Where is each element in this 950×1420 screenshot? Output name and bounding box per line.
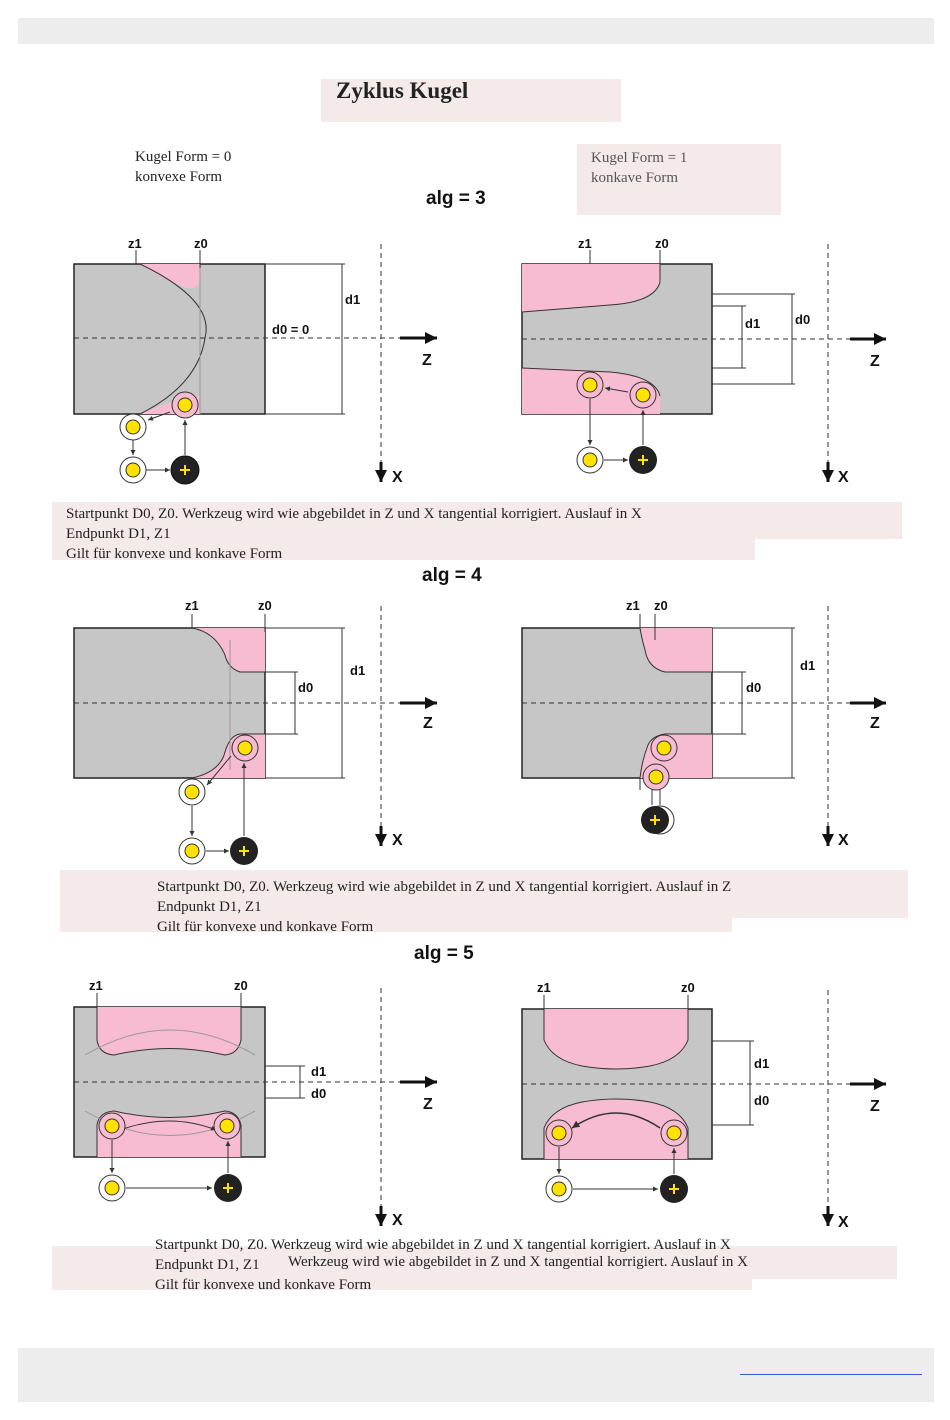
form0-line2: konvexe Form [135,169,223,185]
diagram-alg4-concave: z1 z0 d0 d1 Z X [521,598,886,849]
desc-alg3-line1: Startpunkt D0, Z0. Werkzeug wird wie abg… [66,506,642,522]
svg-text:z0: z0 [654,598,668,613]
svg-text:z1: z1 [626,598,640,613]
form0-line1: Kugel Form = 0 [135,149,232,165]
diagram-alg5-concave: z1 z0 d1 d0 Z X [521,980,886,1231]
svg-text:d1: d1 [745,316,760,331]
diagram-alg3-concave: z1 z0 d1 d0 Z X [521,236,886,486]
svg-text:Z: Z [423,1096,433,1113]
axis-z-label: Z [422,352,432,369]
desc-alg3-line3: Gilt für konvexe und konkave Form [66,546,283,562]
desc3-bg2 [52,1278,752,1290]
svg-text:z0: z0 [258,598,272,613]
svg-text:X: X [838,832,849,849]
svg-text:X: X [392,1212,403,1229]
label-d1: d1 [345,292,360,307]
desc-alg4-line3: Gilt für konvexe und konkave Form [157,919,374,935]
desc-alg3: Startpunkt D0, Z0. Werkzeug wird wie abg… [66,504,642,564]
form1-text: Kugel Form = 1 konkave Form [591,148,687,188]
desc2-bg2 [60,916,732,932]
svg-text:z1: z1 [89,978,103,993]
svg-text:z0: z0 [681,980,695,995]
svg-text:d0: d0 [795,312,810,327]
axis-x-label: X [392,469,403,486]
heading-alg3: alg = 3 [426,188,486,209]
form0-text: Kugel Form = 0 konvexe Form [135,147,231,187]
svg-text:Z: Z [423,715,433,732]
svg-text:d0: d0 [754,1093,769,1108]
desc-alg5-line1: Startpunkt D0, Z0. Werkzeug wird wie abg… [155,1237,731,1253]
desc-alg4: Startpunkt D0, Z0. Werkzeug wird wie abg… [157,877,731,937]
diagram-alg5-convex: z1 z0 d1 d0 Z X [73,978,437,1229]
heading-alg4: alg = 4 [422,565,482,586]
desc-alg5: Startpunkt D0, Z0. Werkzeug wird wie abg… [155,1235,731,1295]
svg-text:d1: d1 [311,1064,326,1079]
desc3-bg [52,1246,897,1279]
svg-text:X: X [838,1214,849,1231]
desc1-bg2 [52,538,755,560]
page-title: Zyklus Kugel [336,78,469,103]
label-z1: z1 [128,236,142,251]
desc-alg3-line2: Endpunkt D1, Z1 [66,526,171,542]
svg-text:d1: d1 [800,658,815,673]
label-d0-eq: d0 = 0 [272,322,309,337]
desc1-bg [52,502,902,539]
svg-text:z0: z0 [234,978,248,993]
label-z0: z0 [194,236,208,251]
svg-text:z0: z0 [655,236,669,251]
svg-text:z1: z1 [537,980,551,995]
svg-text:d0: d0 [298,680,313,695]
form1-line2: konkave Form [591,170,679,186]
svg-text:d0: d0 [311,1086,326,1101]
heading-alg5: alg = 5 [414,943,474,964]
svg-text:z1: z1 [185,598,199,613]
diagram-alg4-convex: z1 z0 d0 d1 Z X [73,598,437,865]
svg-text:X: X [838,469,849,486]
desc-alg5-line2: Endpunkt D1, Z1 [155,1257,260,1273]
svg-text:d1: d1 [350,663,365,678]
svg-text:z1: z1 [578,236,592,251]
svg-text:X: X [392,832,403,849]
desc2-bg [60,870,908,918]
diagram-alg3-convex: z1 z0 d1 d0 = 0 Z X [73,236,437,486]
form1-box [577,144,781,215]
desc-alg5-overlay: Werkzeug wird wie abgebildet in Z und X … [288,1254,748,1270]
form1-line1: Kugel Form = 1 [591,150,688,166]
top-bar [18,18,934,44]
title-box [321,79,621,122]
svg-text:Z: Z [870,715,880,732]
desc-alg4-line1: Startpunkt D0, Z0. Werkzeug wird wie abg… [157,879,732,895]
footer-link[interactable] [740,1362,922,1375]
svg-text:d1: d1 [754,1056,769,1071]
svg-text:Z: Z [870,1098,880,1115]
desc-alg4-line2: Endpunkt D1, Z1 [157,899,262,915]
svg-text:d0: d0 [746,680,761,695]
desc-alg5-line3: Gilt für konvexe und konkave Form [155,1277,372,1293]
svg-text:Z: Z [870,353,880,370]
bottom-bar [18,1348,934,1402]
